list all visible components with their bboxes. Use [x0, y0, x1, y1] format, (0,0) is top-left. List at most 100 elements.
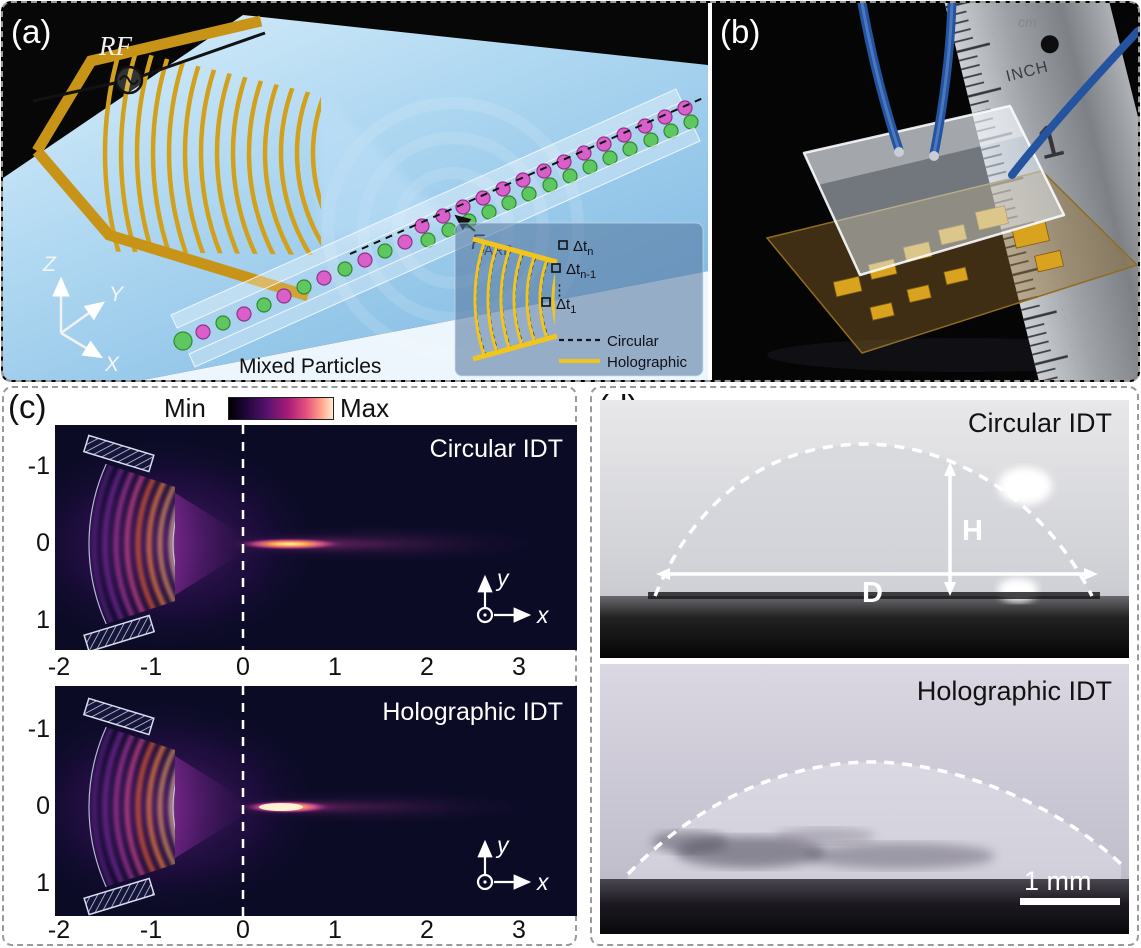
photo-title: Circular IDT — [968, 408, 1112, 438]
panel-a-schematic: RF — [3, 3, 708, 380]
droplet-body — [655, 444, 1092, 596]
heatmap-circular: Circular IDT y x — [55, 425, 577, 650]
y-axis-label: Y — [109, 283, 125, 306]
panel-a-label: (a) — [11, 13, 51, 50]
dt-n-1-label: Δtn-1 — [566, 261, 596, 281]
y-tick: -1 — [27, 452, 50, 480]
ruler-cm-number: 1 — [1048, 10, 1056, 26]
panel-c: (c) Min Max — [2, 386, 577, 946]
ruler-cm-label: cm — [1018, 14, 1037, 30]
rf-wire-2 — [141, 31, 266, 78]
heatmap-title: Holographic IDT — [382, 698, 563, 726]
delay-inset: Δtn Δtn-1 ⋮ Δt1 Circular Holographic — [454, 222, 704, 377]
mixed-particles-label: Mixed Particles — [239, 355, 381, 378]
y-tick: 1 — [36, 606, 50, 634]
x-axis-label: X — [104, 353, 120, 376]
tube-connector — [894, 147, 904, 157]
droplet-smudge — [775, 828, 875, 844]
x-axis-label: x — [536, 602, 550, 628]
pdms-top-highlight — [804, 106, 1024, 185]
legend-circular-label: Circular — [607, 333, 659, 350]
idt-pad-top — [82, 434, 155, 473]
rf-label: RF — [98, 31, 132, 61]
mixed-particle-row — [173, 234, 413, 351]
x-tick: 0 — [236, 916, 250, 944]
dt-1-label: Δt1 — [556, 296, 576, 316]
droplet-smudge — [675, 836, 825, 868]
dt-marker — [558, 240, 568, 250]
z-axis-label: Z — [42, 253, 57, 276]
droplet-outline-dashed — [626, 760, 1123, 876]
photo-title: Holographic IDT — [917, 676, 1112, 706]
channel-front-wall — [188, 127, 701, 368]
contact-line — [648, 592, 1100, 599]
y-axis-label: y — [495, 832, 510, 858]
y-tick: 0 — [36, 529, 50, 557]
x-tick: 3 — [512, 916, 526, 944]
colorbar-max-label: Max — [340, 393, 390, 423]
axis-glyph — [476, 839, 532, 891]
idt-busbar-bottom — [32, 147, 310, 302]
ruler-hole — [1040, 35, 1059, 54]
dt-marker — [551, 263, 561, 273]
x-tick: -1 — [139, 653, 163, 681]
diameter-label: D — [862, 577, 883, 609]
rf-wire — [32, 81, 116, 103]
sine-wave-icon — [119, 75, 139, 85]
coordinate-axes — [52, 276, 106, 359]
heatmap-title: Circular IDT — [430, 435, 563, 463]
idt-pad-top — [82, 697, 155, 736]
x-tick: 1 — [328, 653, 342, 681]
inset-busbar-top — [472, 236, 558, 265]
x-axis-label: x — [536, 869, 550, 895]
idt-outline — [88, 718, 175, 896]
scale-label: 1 mm — [1024, 866, 1092, 896]
idt-busbar-top — [32, 15, 263, 154]
colorbar — [228, 397, 334, 420]
panel-d: (d) H — [590, 386, 1139, 946]
x-tick: 2 — [420, 916, 434, 944]
panel-divider — [708, 3, 712, 380]
x-tick: -1 — [139, 916, 163, 944]
y-axis-label: y — [495, 565, 510, 591]
separated-particle-rows — [414, 100, 699, 248]
focal-streak — [235, 538, 345, 550]
idt-finger-electrodes — [102, 43, 321, 255]
y-tick: -1 — [27, 715, 50, 743]
idt-pad-bottom — [83, 614, 156, 650]
top-row: RF — [1, 1, 1140, 382]
axis-glyph — [476, 574, 532, 624]
droplet-photo-holographic: Holographic IDT 1 mm — [600, 664, 1129, 934]
colorbar-min-label: Min — [164, 393, 206, 423]
inset-background — [454, 222, 704, 377]
x-tick: -2 — [47, 653, 71, 681]
droplet-smudge — [805, 843, 995, 869]
scale-bar — [1020, 898, 1120, 905]
substrate-shadow — [600, 596, 1129, 658]
idt-pad-bottom — [83, 877, 156, 916]
idt-outline — [88, 455, 175, 633]
inset-arcs — [473, 239, 555, 359]
heatmap-holographic: Holographic IDT y x — [55, 686, 577, 916]
x-tick: -2 — [47, 916, 71, 944]
panel-c-label: (c) — [8, 388, 47, 425]
idt-field-arcs — [92, 455, 175, 633]
x-tick: 3 — [512, 653, 526, 681]
acoustic-beam — [318, 88, 451, 241]
idt-field-arcs — [92, 718, 175, 896]
specular-highlight — [998, 467, 1052, 505]
droplet-outline-dashed — [653, 442, 1094, 597]
legend-holographic-label: Holographic — [607, 354, 688, 371]
dt-marker — [541, 297, 551, 307]
inset-busbar-bottom — [472, 333, 558, 362]
panel-b-label: (b) — [720, 13, 760, 50]
height-arrow — [944, 462, 956, 596]
y-tick: 1 — [36, 869, 50, 897]
x-tick: 2 — [420, 653, 434, 681]
tubing — [857, 3, 1138, 179]
droplet-photo-circular: H D Circular IDT — [600, 400, 1129, 658]
diameter-arrow — [656, 568, 1098, 580]
height-label: H — [962, 515, 983, 547]
dt-n-label: Δtn — [573, 238, 593, 258]
